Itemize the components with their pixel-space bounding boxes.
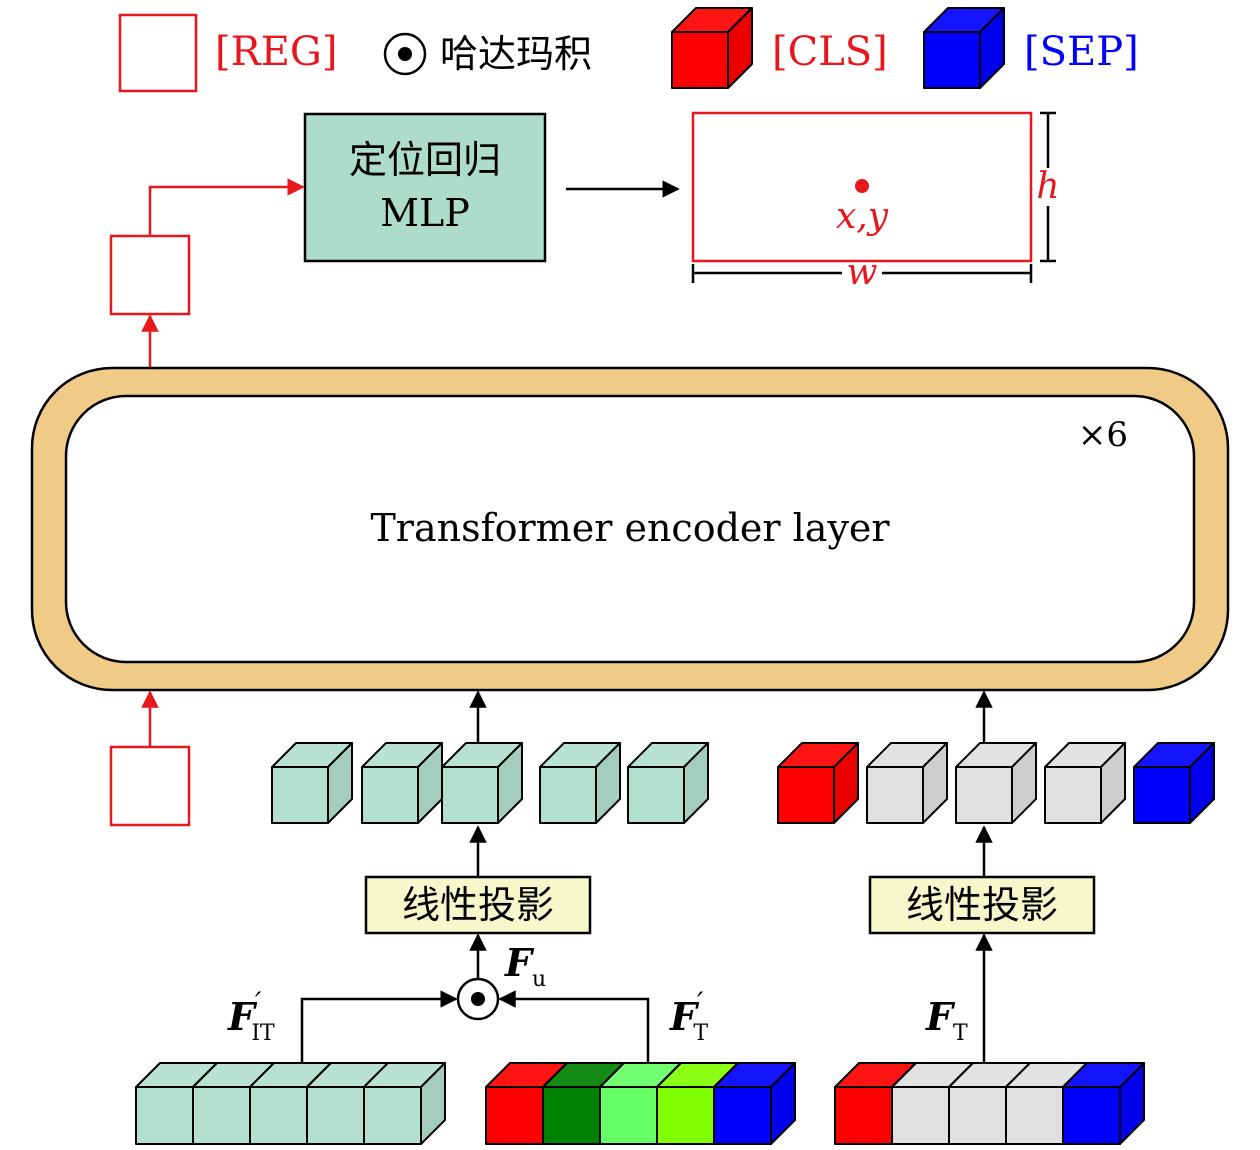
cls-token: [777, 742, 859, 824]
visual-token: [271, 742, 353, 824]
legend-sep-cube: [923, 7, 1005, 89]
mlp-box: [303, 112, 547, 263]
weighted-text-feature-bar: [485, 1062, 796, 1145]
fit-to-hadamard-arrow: [300, 990, 458, 1062]
hadamard-product-icon: [456, 977, 500, 1021]
legend-hadamard-label: 哈达玛积: [440, 32, 592, 76]
legend-cls-label: [CLS]: [772, 29, 888, 75]
legend-reg-label: [REG]: [215, 29, 337, 75]
mlp-label-english: MLP: [380, 191, 470, 235]
bbox-height-label: h: [1036, 166, 1059, 207]
bbox-center-label: x,y: [836, 196, 889, 237]
hadamard-icon: [383, 32, 427, 76]
text-token: [1044, 742, 1126, 824]
sep-token: [1133, 742, 1215, 824]
visual-token: [361, 742, 443, 824]
feature-cell: [1062, 1062, 1145, 1145]
text-token: [955, 742, 1037, 824]
right-linear-projection: 线性投影: [868, 875, 1096, 935]
text-feature-bar: [834, 1062, 1145, 1145]
right-projection-box: [868, 875, 1096, 935]
encoder-inner-box: [64, 394, 1196, 664]
ft-prime-to-hadamard-arrow: [498, 990, 650, 1062]
encoder-repeat-label: ×6: [1078, 415, 1128, 455]
visual-token-row: [271, 742, 709, 824]
localization-mlp: 定位回归 MLP: [303, 112, 547, 263]
legend: [REG] 哈达玛积 [CLS] [SEP]: [118, 7, 1139, 93]
legend-reg-box: [118, 13, 198, 93]
image-text-feature-bar: [135, 1062, 446, 1145]
fu-label: Fu: [504, 940, 546, 992]
left-linear-projection: 线性投影: [364, 875, 592, 935]
legend-cls-cube: [671, 7, 753, 89]
bbox-center-dot: [855, 179, 869, 193]
text-token: [866, 742, 948, 824]
right-projection-label: 线性投影: [906, 883, 1058, 927]
text-token-row: [777, 742, 1215, 824]
fit-label: F′IT: [227, 986, 275, 1046]
bbox-width-label: w: [847, 252, 878, 293]
ft-prime-label: F′T: [669, 986, 708, 1046]
visual-token: [539, 742, 621, 824]
feature-cell: [363, 1062, 446, 1145]
reg-to-mlp-arrow: [148, 178, 305, 236]
visual-token: [441, 742, 523, 824]
mlp-label-chinese: 定位回归: [349, 138, 501, 182]
reg-output-token: [109, 234, 191, 316]
reg-input-token: [109, 745, 191, 827]
ft-label: FT: [925, 994, 968, 1046]
legend-sep-label: [SEP]: [1024, 29, 1139, 75]
left-projection-box: [364, 875, 592, 935]
bounding-box-output: x,y h w: [691, 111, 1060, 293]
left-projection-label: 线性投影: [402, 883, 554, 927]
encoder-label: Transformer encoder layer: [370, 506, 890, 550]
transformer-encoder: Transformer encoder layer ×6: [30, 366, 1230, 692]
feature-cell: [713, 1062, 796, 1145]
visual-token: [627, 742, 709, 824]
